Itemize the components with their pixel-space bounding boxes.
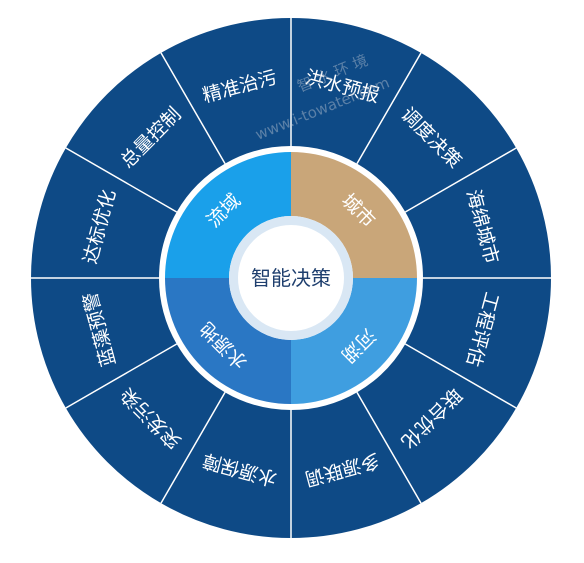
outer-divider — [356, 52, 422, 165]
outer-segment — [161, 392, 291, 538]
inner-ring — [165, 152, 417, 404]
outer-segment — [357, 52, 517, 212]
outer-divider — [65, 343, 178, 409]
outer-segment — [357, 344, 517, 504]
outer-segment — [291, 18, 421, 164]
outer-segment — [31, 148, 177, 278]
outer-segment — [31, 278, 177, 408]
outer-ring-dividers — [31, 18, 551, 538]
outer-segment — [405, 148, 551, 278]
inner-segment — [291, 152, 417, 278]
inner-segment — [165, 152, 291, 278]
outer-segment — [291, 392, 421, 538]
outer-divider — [160, 391, 226, 504]
outer-ring — [31, 18, 551, 538]
center-label: 智能决策 — [251, 266, 331, 290]
center-disc — [238, 225, 344, 331]
outer-divider — [65, 147, 178, 213]
outer-segment — [405, 278, 551, 408]
outer-divider — [160, 52, 226, 165]
outer-segment — [161, 18, 291, 164]
outer-segment — [65, 52, 225, 212]
inner-segment — [291, 278, 417, 404]
inner-segment — [165, 278, 291, 404]
outer-divider — [404, 343, 517, 409]
outer-segment — [65, 344, 225, 504]
outer-divider — [356, 391, 422, 504]
outer-divider — [404, 147, 517, 213]
